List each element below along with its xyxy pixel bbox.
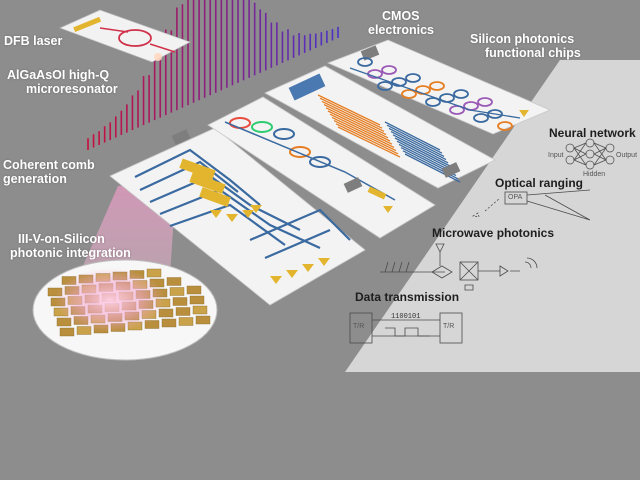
micro-ring — [487, 109, 503, 119]
label-integration-2: photonic integration — [10, 246, 131, 260]
array-waveguide — [335, 123, 399, 155]
label-chips-1: Silicon photonics — [470, 32, 575, 46]
label-cmos-2: electronics — [368, 23, 435, 37]
wafer-die — [192, 305, 208, 315]
wafer-die — [195, 315, 211, 325]
label-neural-network: Neural network — [549, 126, 636, 140]
array-waveguide — [321, 100, 385, 132]
micro-ring — [381, 65, 397, 75]
chip-arrays — [264, 65, 496, 189]
wafer-die — [172, 297, 188, 306]
wafer-die — [146, 268, 162, 278]
label-dfb-laser: DFB laser — [4, 34, 63, 48]
dfb-laser-gold-pad — [73, 16, 102, 33]
nn-hidden-label: Hidden — [583, 171, 606, 178]
label-data-transmission: Data transmission — [355, 290, 460, 304]
array-waveguide — [392, 134, 449, 164]
wafer-die — [161, 318, 177, 328]
label-microresonator-2: microresonator — [26, 82, 118, 96]
array-waveguide — [388, 127, 445, 157]
array-waveguide — [323, 104, 387, 136]
micro-ring — [391, 77, 407, 87]
nn-output-label: Output — [616, 152, 638, 159]
array-waveguide — [404, 153, 461, 183]
micro-ring — [429, 81, 445, 91]
optical-ranging-icon — [471, 189, 591, 221]
micro-ring — [405, 73, 421, 83]
microresonator-chip — [59, 9, 191, 63]
applications-panel — [345, 60, 640, 372]
wafer-die — [175, 307, 191, 316]
label-microresonator-1: AlGaAsOI high-Q — [7, 68, 110, 82]
tr-right-label: T/R — [443, 323, 455, 330]
micro-ring — [357, 57, 373, 67]
label-microwave-photonics: Microwave photonics — [432, 226, 555, 240]
array-waveguide — [396, 140, 453, 170]
tr-left-label: T/R — [353, 323, 365, 330]
wafer-die — [189, 295, 205, 305]
label-comb-2: generation — [3, 172, 67, 186]
micro-ring — [473, 113, 489, 123]
label-chips-2: functional chips — [485, 46, 581, 60]
label-cmos-1: CMOS — [382, 9, 420, 23]
data-transmission-icon — [349, 312, 463, 344]
array-waveguide — [319, 97, 383, 129]
nn-input-label: Input — [548, 152, 564, 159]
label-optical-ranging: Optical ranging — [495, 176, 584, 190]
array-waveguide — [390, 131, 447, 161]
chip-functional — [326, 39, 552, 135]
array-waveguide — [331, 116, 395, 148]
microresonator-ring — [118, 29, 152, 47]
micro-ring — [453, 89, 469, 99]
micro-ring — [377, 81, 393, 91]
wafer-die — [169, 287, 185, 296]
label-integration-1: III-V-on-Silicon — [18, 232, 105, 246]
array-waveguide — [384, 121, 441, 151]
array-waveguide — [333, 120, 397, 152]
array-waveguide — [325, 107, 389, 139]
wafer-die — [166, 277, 182, 286]
micro-ring — [425, 97, 441, 107]
wafer — [32, 259, 218, 361]
bit-sequence: 1100101 — [391, 313, 421, 321]
array-waveguide — [329, 113, 393, 145]
array-waveguide — [394, 137, 451, 167]
micro-ring — [401, 89, 417, 99]
chip-rings — [207, 96, 436, 239]
wafer-die — [59, 327, 75, 337]
neural-network-icon — [565, 138, 615, 170]
micro-ring — [497, 121, 513, 131]
array-waveguide — [317, 94, 381, 126]
array-waveguide — [386, 124, 443, 154]
wafer-die — [186, 285, 202, 295]
chip-integration-gold-elements — [179, 158, 330, 284]
micro-ring — [477, 97, 493, 107]
wafer-die — [178, 317, 194, 326]
opa-label: OPA — [508, 194, 523, 201]
chip-integration — [109, 127, 366, 306]
array-waveguide — [337, 126, 401, 158]
label-comb-1: Coherent comb — [3, 158, 95, 172]
array-waveguide — [327, 110, 391, 142]
microwave-photonics-icon — [380, 243, 538, 291]
